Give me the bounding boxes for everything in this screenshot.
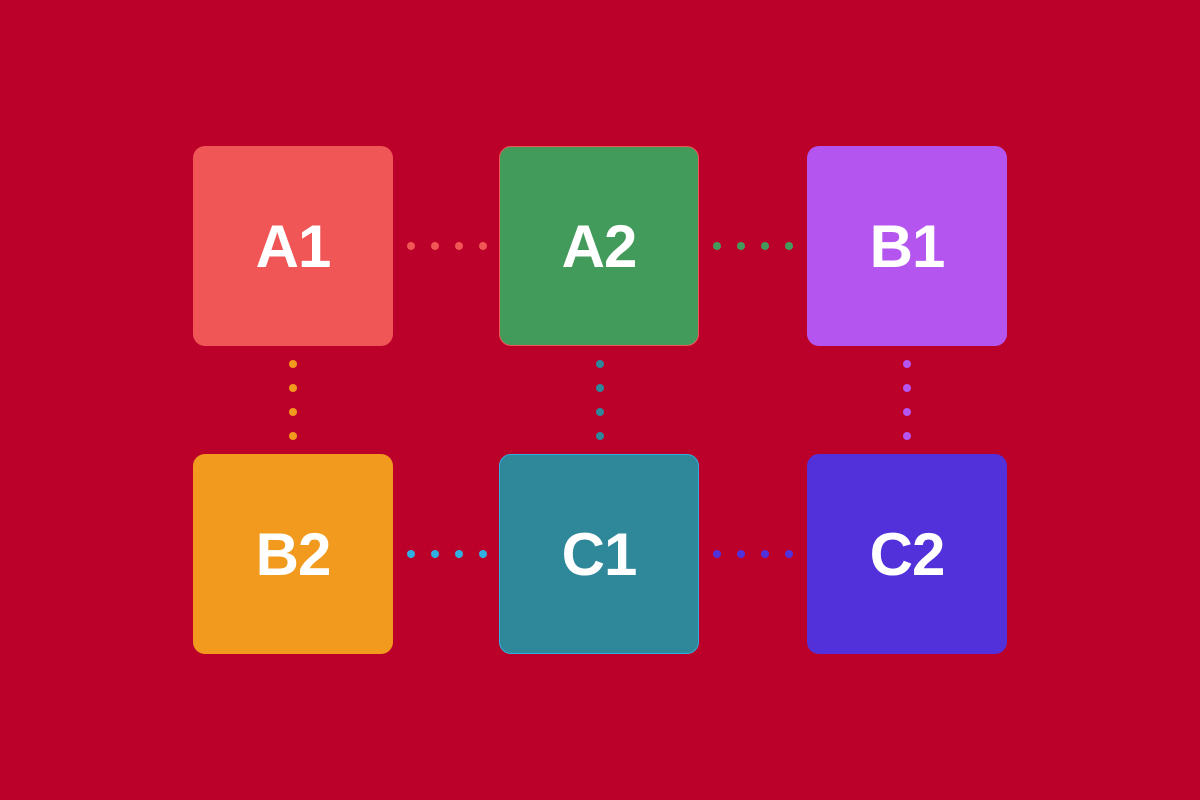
- connector-dot-a1-a2: [455, 242, 463, 250]
- connector-dot-c1-c2: [761, 550, 769, 558]
- connector-dot-a2-c1: [596, 408, 604, 416]
- node-a2[interactable]: A2: [499, 146, 699, 346]
- connector-dot-a2-c1: [596, 384, 604, 392]
- node-label: B2: [255, 520, 332, 588]
- connector-dot-b1-c2: [903, 360, 911, 368]
- connector-dot-a2-c1: [596, 432, 604, 440]
- node-label: A1: [255, 212, 332, 280]
- connector-dot-b2-c1: [431, 550, 439, 558]
- connector-dot-c1-c2: [785, 550, 793, 558]
- node-label: C1: [561, 520, 638, 588]
- connector-dot-a1-b2: [289, 408, 297, 416]
- connector-dot-a1-b2: [289, 432, 297, 440]
- node-label: C2: [869, 520, 946, 588]
- connector-dot-b1-c2: [903, 408, 911, 416]
- connector-dot-a1-a2: [479, 242, 487, 250]
- connector-dot-a2-b1: [737, 242, 745, 250]
- connector-dot-c1-c2: [713, 550, 721, 558]
- node-c2[interactable]: C2: [807, 454, 1007, 654]
- node-c1[interactable]: C1: [499, 454, 699, 654]
- node-a1[interactable]: A1: [193, 146, 393, 346]
- node-b1[interactable]: B1: [807, 146, 1007, 346]
- connector-dot-a2-b1: [761, 242, 769, 250]
- connector-dot-a1-b2: [289, 384, 297, 392]
- connector-dot-b1-c2: [903, 384, 911, 392]
- connector-dot-b2-c1: [479, 550, 487, 558]
- connector-dot-a1-b2: [289, 360, 297, 368]
- connector-dot-a2-c1: [596, 360, 604, 368]
- connector-dot-a1-a2: [407, 242, 415, 250]
- connector-dot-b2-c1: [455, 550, 463, 558]
- connector-dot-a2-b1: [785, 242, 793, 250]
- node-b2[interactable]: B2: [193, 454, 393, 654]
- node-label: B1: [869, 212, 946, 280]
- connector-dot-c1-c2: [737, 550, 745, 558]
- connector-dot-b2-c1: [407, 550, 415, 558]
- connector-dot-a1-a2: [431, 242, 439, 250]
- connector-dot-b1-c2: [903, 432, 911, 440]
- connector-dot-a2-b1: [713, 242, 721, 250]
- node-label: A2: [561, 212, 638, 280]
